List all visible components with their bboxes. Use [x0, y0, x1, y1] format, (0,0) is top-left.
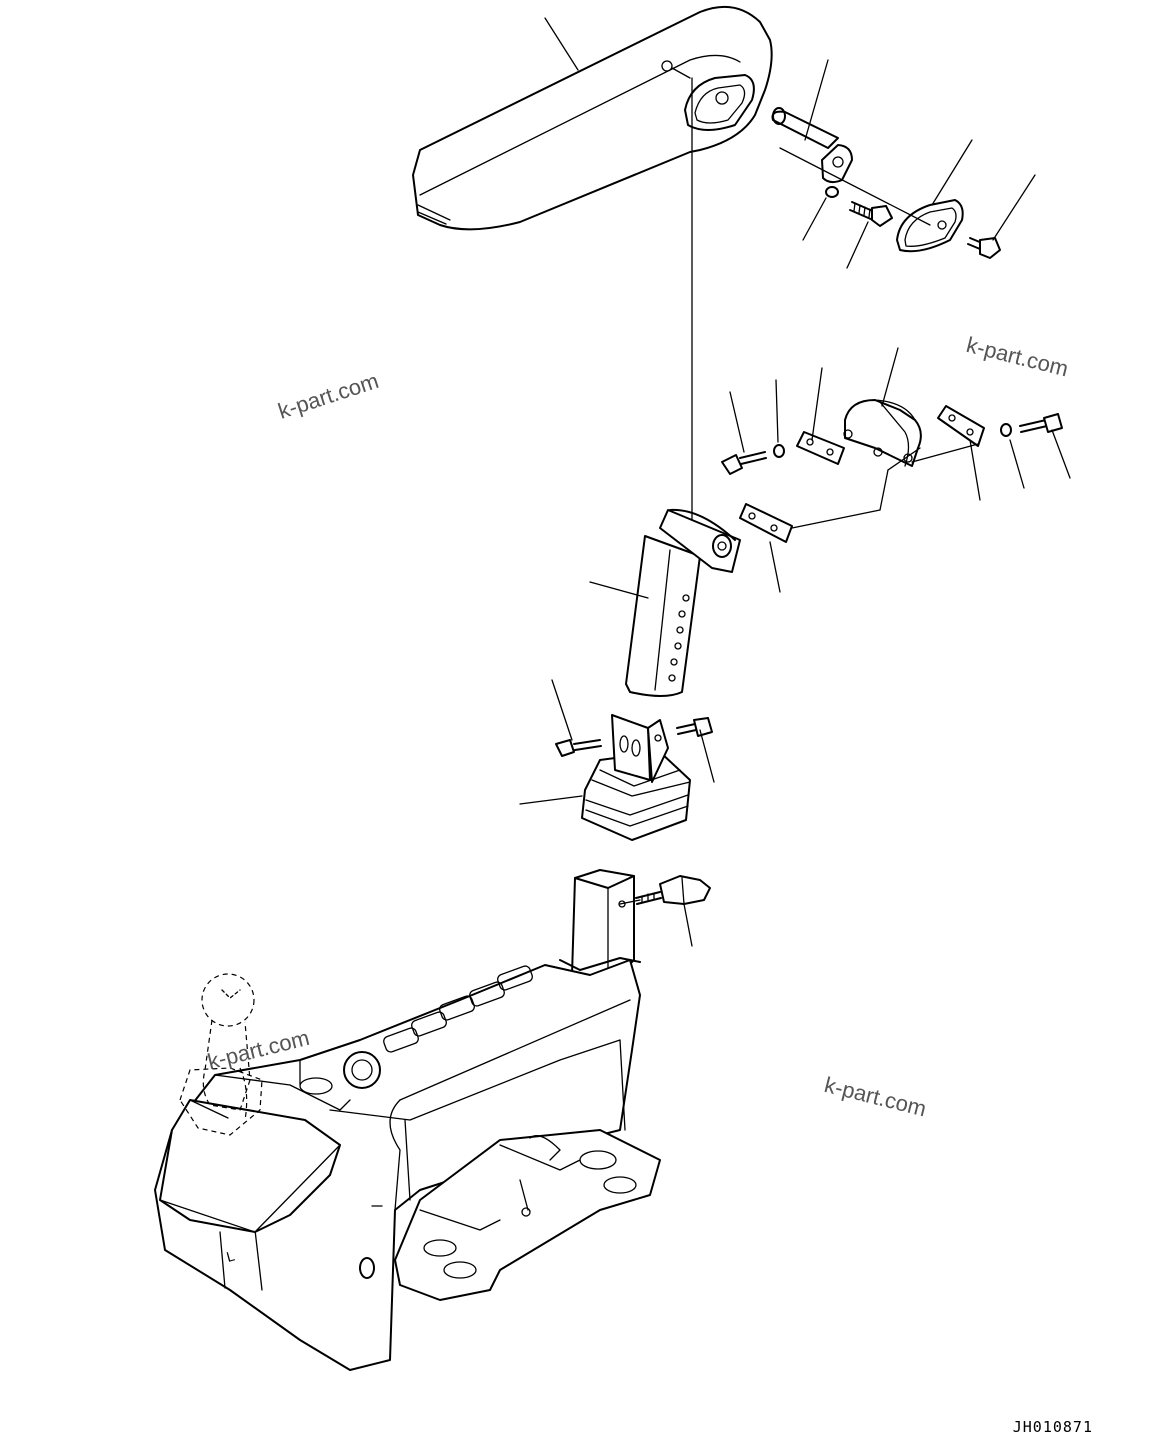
washer-part	[825, 186, 839, 198]
plate-left-part	[796, 431, 845, 465]
plate-right-part	[937, 405, 985, 447]
plate-lower-part	[739, 503, 793, 543]
bracket-arm-part	[625, 508, 741, 697]
screw-part	[967, 237, 1001, 259]
console-box-part: L	[154, 959, 641, 1371]
leader-lines-bellows	[519, 679, 715, 805]
bellows-mount-part	[581, 714, 691, 841]
drawing-code-label: JH010871	[1012, 1418, 1093, 1436]
leader-lines-upper	[544, 17, 1036, 269]
post-bolt	[619, 875, 711, 947]
pin-part	[771, 107, 853, 184]
svg-text:L: L	[225, 1247, 237, 1265]
armrest-part	[412, 5, 773, 231]
bellows-bolts	[555, 717, 713, 757]
bolt-right-part	[1000, 413, 1063, 437]
control-lever-part	[179, 973, 263, 1136]
console-base-part	[394, 1129, 661, 1301]
console-post-part	[559, 869, 641, 986]
leader-bracket-arm	[589, 581, 649, 599]
leader-lines-mid	[729, 347, 1071, 593]
bolt-part	[849, 201, 893, 227]
hinge-bracket-part	[843, 399, 922, 467]
bolt-left-part	[721, 444, 785, 475]
